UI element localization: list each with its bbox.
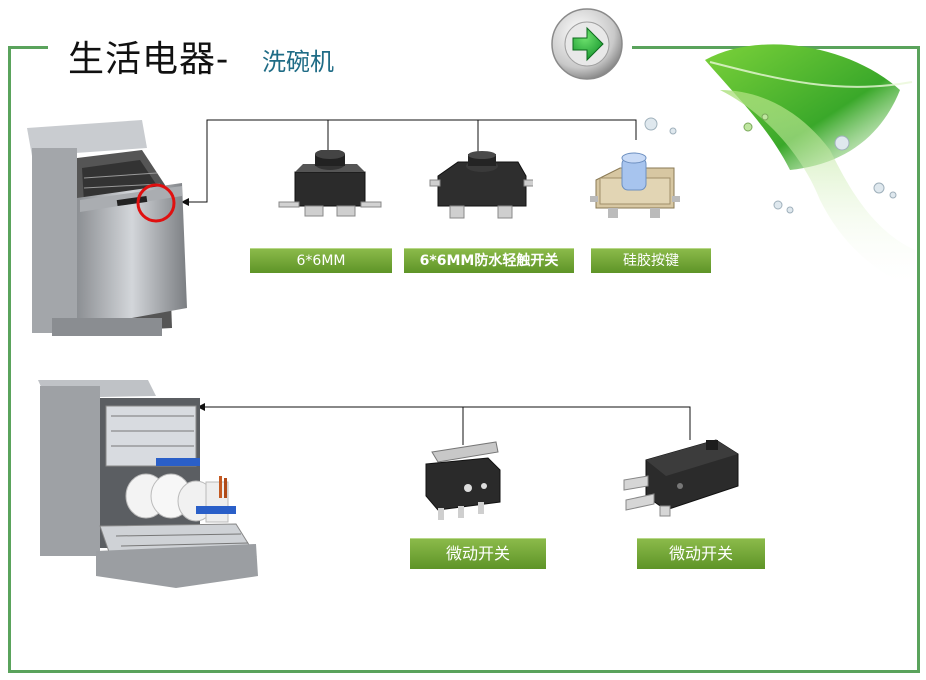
label-6x6mm-waterproof-tactile-switch: 6*6MM防水轻触开关 <box>404 248 574 273</box>
page-title: 生活电器- <box>68 39 230 80</box>
frame-top-left <box>8 46 48 49</box>
tactile-switch-6x6-image <box>278 150 382 217</box>
micro-switch-button-image <box>623 439 739 517</box>
page-subtitle: 洗碗机 <box>262 48 334 76</box>
green-arrow-right-icon <box>551 8 623 80</box>
label-6x6mm: 6*6MM <box>250 248 392 273</box>
micro-switch-lever-image <box>425 441 501 520</box>
next-slide-button[interactable] <box>549 6 625 82</box>
label-micro-switch-1: 微动开关 <box>410 538 546 569</box>
waterproof-tactile-switch-image <box>429 151 533 219</box>
frame-right <box>917 46 920 672</box>
label-silicone-button: 硅胶按键 <box>591 248 711 273</box>
dishwasher-image-open <box>38 380 258 588</box>
silicone-button-switch-image <box>590 152 680 218</box>
frame-left <box>8 46 11 672</box>
label-micro-switch-2: 微动开关 <box>637 538 765 569</box>
frame-bottom <box>8 670 920 673</box>
dishwasher-image-closed <box>27 120 187 336</box>
